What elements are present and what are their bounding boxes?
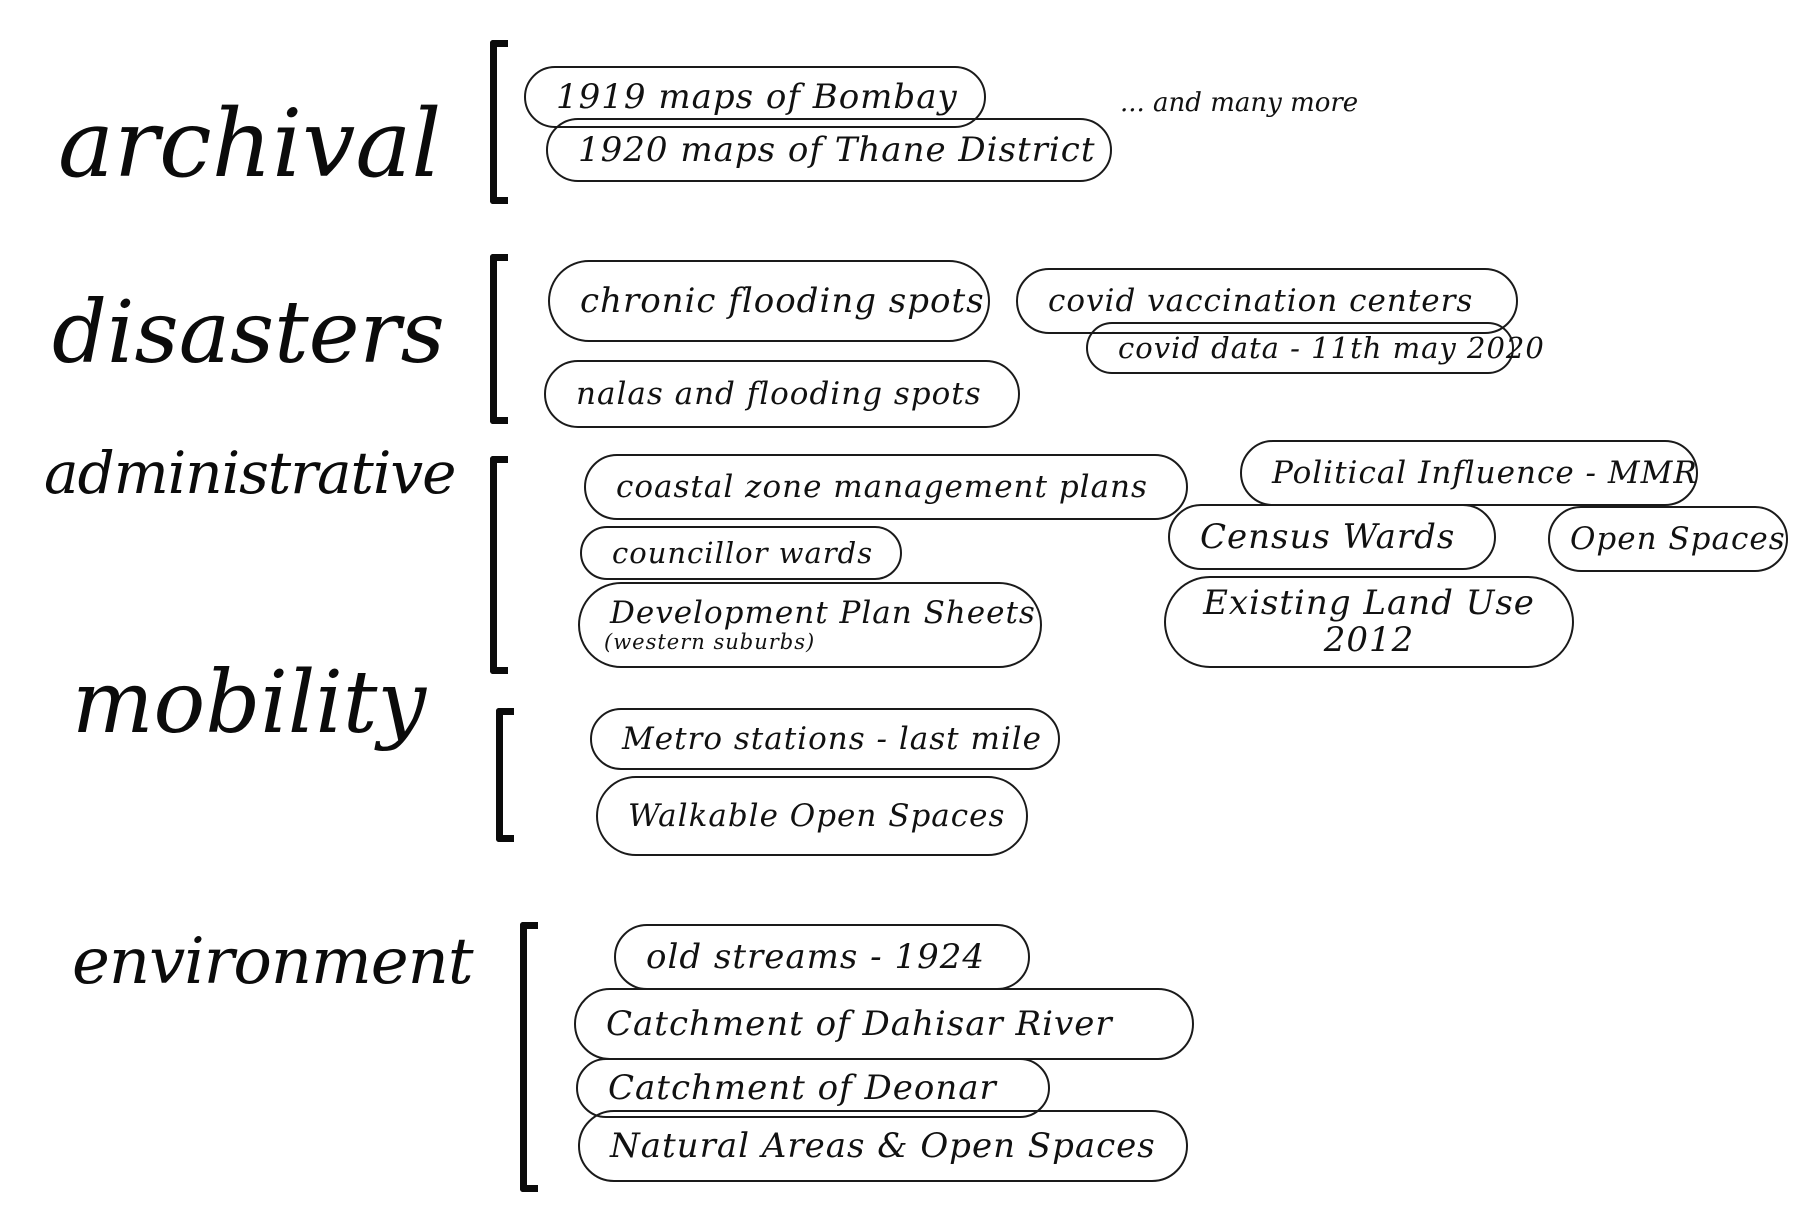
pill-natural-areas-open-spaces: Natural Areas & Open Spaces	[578, 1110, 1188, 1182]
pill-catchment-of-deonar: Catchment of Deonar	[576, 1058, 1050, 1118]
archival-more-note: ... and many more	[1120, 88, 1359, 118]
existing-land-use-year: 2012	[1323, 620, 1415, 660]
pill-1920-maps-of-thane-district: 1920 maps of Thane District	[546, 118, 1112, 182]
category-administrative: administrative	[44, 439, 456, 507]
pill-old-streams-1924: old streams - 1924	[614, 924, 1030, 990]
pill-catchment-of-dahisar-river: Catchment of Dahisar River	[574, 988, 1194, 1060]
category-environment: environment	[72, 925, 474, 999]
pill-councillor-wards: councillor wards	[580, 526, 902, 580]
pill-development-plan-sheets: Development Plan Sheets (western suburbs…	[578, 582, 1042, 668]
pill-census-wards: Census Wards	[1168, 504, 1496, 570]
pill-existing-land-use-2012: Existing Land Use 2012	[1164, 576, 1574, 668]
bracket-disasters	[490, 254, 508, 424]
pill-political-influence-mmr: Political Influence - MMR	[1240, 440, 1698, 506]
pill-chronic-flooding-spots: chronic flooding spots	[548, 260, 990, 342]
category-archival: archival	[58, 90, 442, 199]
pill-metro-stations-last-mile: Metro stations - last mile	[590, 708, 1060, 770]
bracket-administrative	[490, 456, 508, 674]
pill-open-spaces: Open Spaces	[1548, 506, 1788, 572]
development-plan-sheets-sub: (western suburbs)	[604, 629, 816, 654]
development-plan-sheets-label: Development Plan Sheets	[610, 595, 1036, 632]
bracket-environment	[520, 922, 538, 1192]
bracket-mobility	[496, 708, 514, 842]
pill-coastal-zone-management-plans: coastal zone management plans	[584, 454, 1188, 520]
category-mobility: mobility	[72, 653, 427, 753]
pill-walkable-open-spaces: Walkable Open Spaces	[596, 776, 1028, 856]
existing-land-use-label: Existing Land Use	[1203, 582, 1535, 623]
category-disasters: disasters	[52, 283, 445, 383]
pill-covid-data: covid data - 11th may 2020	[1086, 322, 1544, 374]
bracket-archival	[490, 40, 508, 204]
pill-nalas-and-flooding-spots: nalas and flooding spots	[544, 360, 1020, 428]
